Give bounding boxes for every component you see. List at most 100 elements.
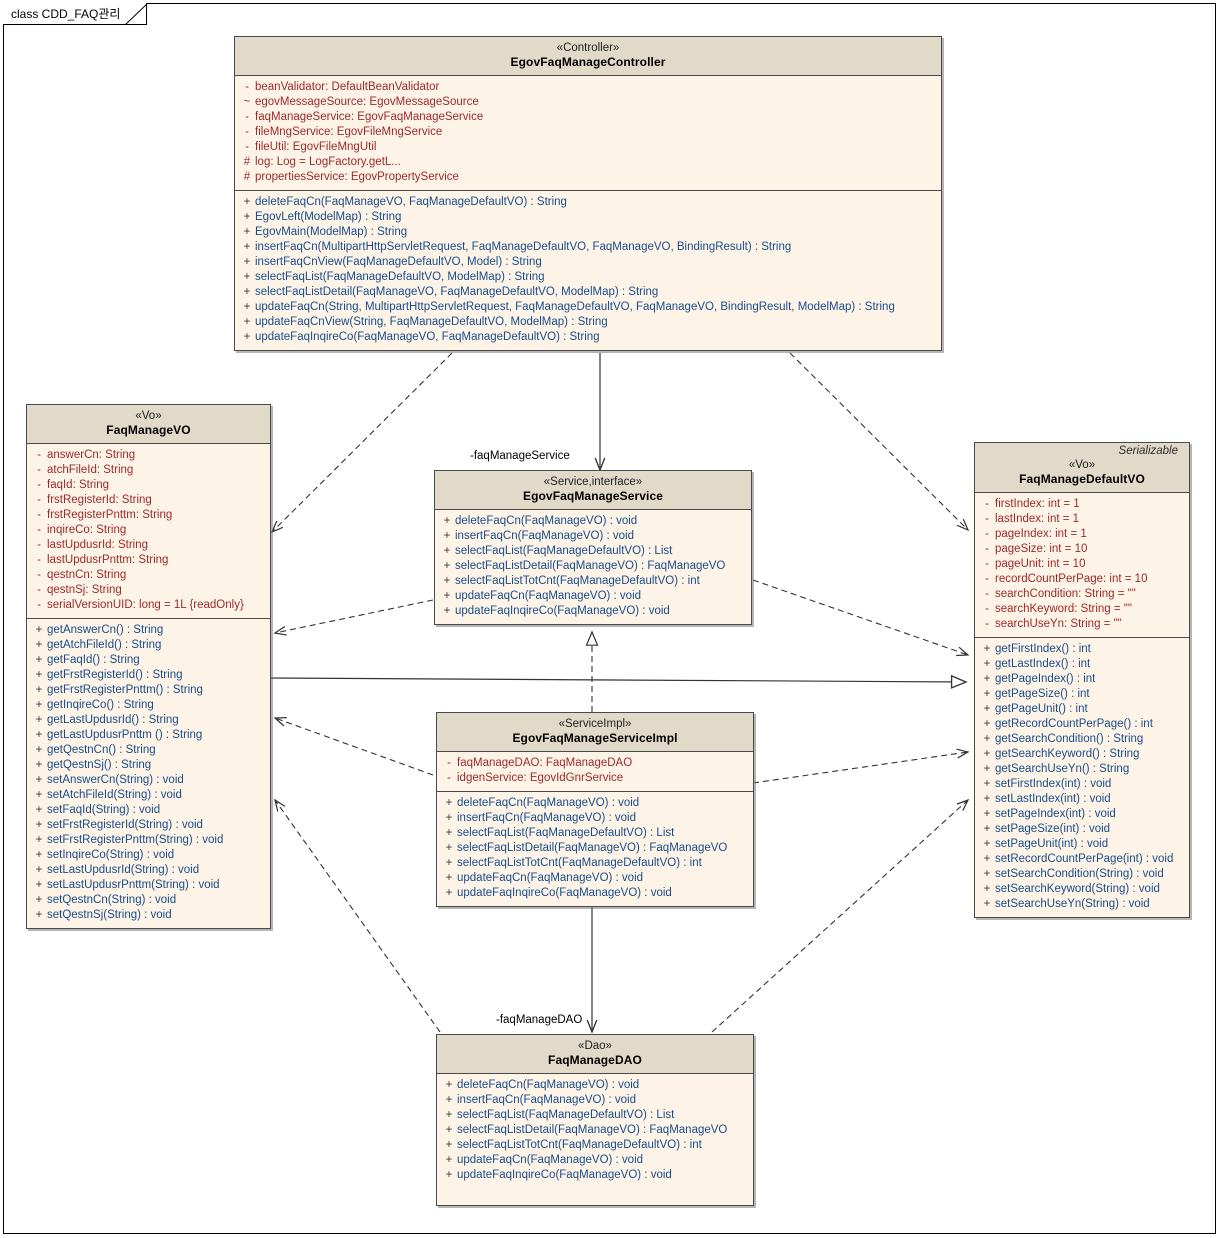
class-name: FaqManageDAO: [548, 1053, 642, 1067]
visibility-marker: +: [983, 688, 991, 700]
class-name: EgovFaqManageServiceImpl: [512, 731, 678, 745]
visibility-marker: +: [983, 823, 991, 835]
operation-signature: getSearchKeyword() : String: [995, 748, 1140, 760]
operation-signature: getLastUpdusrId() : String: [47, 714, 179, 726]
operation-signature: deleteFaqCn(FaqManageVO, FaqManageDefaul…: [255, 196, 567, 208]
class-attribute-row: -lastIndex: int = 1: [977, 512, 1187, 527]
class-attribute-row: -pageSize: int = 10: [977, 542, 1187, 557]
visibility-marker: -: [447, 772, 451, 784]
attribute-signature: lastUpdusrId: String: [47, 539, 148, 551]
visibility-marker: +: [443, 605, 451, 617]
operation-signature: selectFaqList(FaqManageDefaultVO, ModelM…: [255, 271, 545, 283]
operation-signature: insertFaqCn(FaqManageVO) : void: [455, 530, 634, 542]
visibility-marker: +: [983, 778, 991, 790]
class-faq-manage-default-vo[interactable]: Serializable «Vo» FaqManageDefaultVO -fi…: [974, 442, 1190, 918]
visibility-marker: +: [35, 819, 43, 831]
visibility-marker: +: [35, 804, 43, 816]
class-operation-row: +selectFaqListTotCnt(FaqManageDefaultVO)…: [437, 574, 749, 589]
attribute-signature: lastUpdusrPnttm: String: [47, 554, 169, 566]
operation-signature: getSearchUseYn() : String: [995, 763, 1130, 775]
class-operation-row: +getQestnSj() : String: [29, 758, 268, 773]
class-operation-row: + deleteFaqCn(FaqManageVO) : void: [439, 796, 751, 811]
visibility-marker: +: [445, 797, 453, 809]
class-attribute-row: -atchFileId: String: [29, 463, 268, 478]
visibility-marker: +: [983, 808, 991, 820]
visibility-marker: -: [985, 543, 989, 555]
visibility-marker: +: [35, 774, 43, 786]
operation-signature: selectFaqList(FaqManageDefaultVO) : List: [457, 1109, 675, 1121]
class-operation-row: +updateFaqCn(FaqManageVO) : void: [437, 589, 749, 604]
visibility-marker: +: [35, 714, 43, 726]
class-egov-faq-manage-service-impl[interactable]: «ServiceImpl» EgovFaqManageServiceImpl -…: [436, 712, 754, 907]
class-faq-manage-vo[interactable]: «Vo» FaqManageVO -answerCn: String-atchF…: [26, 404, 271, 929]
visibility-marker: +: [983, 718, 991, 730]
attribute-signature: propertiesService: EgovPropertyService: [255, 171, 459, 183]
class-operation-row: +selectFaqListDetail(FaqManageVO) : FaqM…: [439, 1123, 751, 1138]
class-operation-row: +getAtchFileId() : String: [29, 638, 268, 653]
class-attribute-row: -searchUseYn: String = "": [977, 617, 1187, 632]
visibility-marker: -: [37, 464, 41, 476]
attribute-signature: faqManageService: EgovFaqManageService: [255, 111, 484, 123]
class-operation-row: + setAnswerCn(String) : void: [29, 773, 268, 788]
class-operation-row: +selectFaqListTotCnt(FaqManageDefaultVO)…: [439, 1138, 751, 1153]
operation-signature: getFirstIndex() : int: [995, 643, 1091, 655]
operation-signature: setFrstRegisterPnttm(String) : void: [47, 834, 224, 846]
class-attribute-row: -serialVersionUID: long = 1L {readOnly}: [29, 598, 268, 613]
operation-signature: selectFaqListTotCnt(FaqManageDefaultVO) …: [457, 1139, 702, 1151]
class-operation-row: + getPageSize() : int: [977, 687, 1187, 702]
class-header-service: «Service,interface» EgovFaqManageService: [435, 471, 751, 510]
class-tagline-serializable: Serializable: [1118, 445, 1178, 457]
class-operation-row: +getLastUpdusrPnttm () : String: [29, 728, 268, 743]
operation-signature: updateFaqInqireCo(FaqManageVO) : void: [457, 887, 672, 899]
class-attribute-row: -qestnSj: String: [29, 583, 268, 598]
visibility-marker: -: [37, 584, 41, 596]
class-operation-row: +updateFaqCnView(String, FaqManageDefaul…: [237, 315, 939, 330]
visibility-marker: +: [35, 624, 43, 636]
operation-signature: setAtchFileId(String) : void: [47, 789, 182, 801]
attribute-signature: beanValidator: DefaultBeanValidator: [255, 81, 440, 93]
operation-signature: selectFaqListDetail(FaqManageVO) : FaqMa…: [455, 560, 726, 572]
edge-label-faq-manage-dao: -faqManageDAO: [496, 1014, 583, 1026]
operation-signature: deleteFaqCn(FaqManageVO) : void: [457, 1079, 640, 1091]
visibility-marker: +: [445, 842, 453, 854]
visibility-marker: +: [243, 211, 251, 223]
diagram-frame: [3, 3, 1216, 1234]
class-operation-row: +getFaqId() : String: [29, 653, 268, 668]
class-operation-row: +getAnswerCn() : String: [29, 623, 268, 638]
class-egov-faq-manage-service[interactable]: «Service,interface» EgovFaqManageService…: [434, 470, 752, 625]
visibility-marker: -: [985, 618, 989, 630]
attribute-signature: lastIndex: int = 1: [995, 513, 1080, 525]
class-operation-row: +updateFaqInqireCo(FaqManageVO, FaqManag…: [237, 330, 939, 345]
class-attribute-row: -searchCondition: String = "": [977, 587, 1187, 602]
class-name: FaqManageDefaultVO: [1019, 472, 1145, 486]
operations-compartment-controller: + deleteFaqCn(FaqManageVO, FaqManageDefau…: [235, 190, 941, 350]
attributes-compartment-controller: -beanValidator: DefaultBeanValidator~ego…: [235, 76, 941, 190]
visibility-marker: +: [443, 590, 451, 602]
operation-signature: updateFaqCn(String, MultipartHttpServlet…: [255, 301, 895, 313]
visibility-marker: -: [37, 449, 41, 461]
class-stereotype: «Dao»: [578, 1040, 612, 1052]
class-egov-faq-manage-controller[interactable]: «Controller» EgovFaqManageController -be…: [234, 36, 942, 351]
class-header-serviceimpl: «ServiceImpl» EgovFaqManageServiceImpl: [437, 713, 753, 752]
operation-signature: deleteFaqCn(FaqManageVO) : void: [455, 515, 638, 527]
operation-signature: getFrstRegisterId() : String: [47, 669, 183, 681]
operation-signature: getFaqId() : String: [47, 654, 140, 666]
attribute-signature: atchFileId: String: [47, 464, 134, 476]
operation-signature: getPageSize() : int: [995, 688, 1090, 700]
class-faq-manage-dao[interactable]: «Dao» FaqManageDAO +deleteFaqCn(FaqManag…: [436, 1034, 754, 1206]
class-attribute-row: -idgenService: EgovIdGnrService: [439, 771, 751, 786]
operation-signature: deleteFaqCn(FaqManageVO) : void: [457, 797, 640, 809]
visibility-marker: +: [983, 703, 991, 715]
class-attribute-row: -searchKeyword: String = "": [977, 602, 1187, 617]
visibility-marker: -: [37, 494, 41, 506]
visibility-marker: +: [443, 515, 451, 527]
class-operation-row: +setSearchUseYn(String) : void: [977, 897, 1187, 912]
class-operation-row: +insertFaqCn(FaqManageVO) : void: [439, 1093, 751, 1108]
visibility-marker: -: [245, 111, 249, 123]
operation-signature: setAnswerCn(String) : void: [47, 774, 184, 786]
operation-signature: setFaqId(String) : void: [47, 804, 161, 816]
class-attribute-row: -lastUpdusrId: String: [29, 538, 268, 553]
class-operation-row: +updateFaqCn(String, MultipartHttpServle…: [237, 300, 939, 315]
class-operation-row: +setFrstRegisterId(String) : void: [29, 818, 268, 833]
operation-signature: updateFaqInqireCo(FaqManageVO) : void: [455, 605, 670, 617]
